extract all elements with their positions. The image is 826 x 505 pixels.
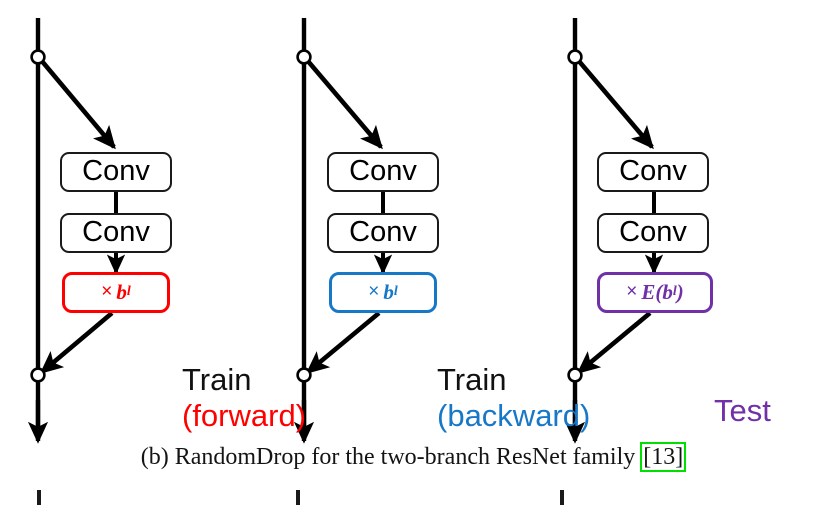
conv-label: Conv xyxy=(349,154,417,187)
conv-box-2-a: Conv xyxy=(327,152,439,192)
multiplier-variable: b xyxy=(116,279,127,304)
conv-box-1-b: Conv xyxy=(60,213,172,253)
branch-in-diagonal-arrow xyxy=(305,58,383,150)
branch-in-diagonal-arrow xyxy=(39,58,116,150)
expectation-symbol: E xyxy=(641,279,656,304)
conv-box-3-b: Conv xyxy=(597,213,709,253)
split-node xyxy=(30,49,46,65)
page-artifact-tick-2 xyxy=(296,490,300,505)
conv-box-3-a: Conv xyxy=(597,152,709,192)
mode-label-train-backward: Train (backward) xyxy=(437,362,590,434)
mode-label-primary: Train xyxy=(182,362,252,397)
mode-label-primary: Train xyxy=(437,362,507,397)
multiply-sign: × xyxy=(368,281,380,302)
page-artifact-tick-1 xyxy=(37,490,41,505)
branch-out-diagonal-arrow xyxy=(305,311,381,374)
citation-label: [13] xyxy=(643,444,684,470)
multiplier-subscript: l xyxy=(672,284,677,299)
branch-out-diagonal-arrow xyxy=(39,311,114,374)
conv-label: Conv xyxy=(82,215,150,248)
mode-label-train-forward: Train (forward) xyxy=(182,362,306,434)
citation-link[interactable]: [13] xyxy=(640,442,687,472)
mode-label-test: Test xyxy=(714,393,771,428)
multiplier-variable: b xyxy=(383,279,394,304)
conv-label: Conv xyxy=(619,154,687,187)
merge-node xyxy=(30,367,46,383)
close-paren: ) xyxy=(676,279,684,304)
conv-label: Conv xyxy=(82,154,150,187)
multiplier-subscript: l xyxy=(393,284,398,299)
page-artifact-tick-3 xyxy=(560,490,564,505)
conv-label: Conv xyxy=(619,215,687,248)
split-node xyxy=(567,49,583,65)
mode-label-secondary: (forward) xyxy=(182,398,307,433)
multiplier-subscript: l xyxy=(126,284,131,299)
conv-box-2-b: Conv xyxy=(327,213,439,253)
open-paren: ( xyxy=(655,279,663,304)
branch-in-diagonal-arrow xyxy=(576,58,654,150)
split-node xyxy=(296,49,312,65)
multiplier-variable: b xyxy=(662,279,673,304)
multiply-sign: × xyxy=(101,281,113,302)
multiply-sign: × xyxy=(626,281,638,302)
figure-caption: (b) RandomDrop for the two-branch ResNet… xyxy=(0,442,826,472)
caption-text: (b) RandomDrop for the two-branch ResNet… xyxy=(140,444,642,470)
conv-box-1-a: Conv xyxy=(60,152,172,192)
conv-label: Conv xyxy=(349,215,417,248)
mode-label-secondary: (backward) xyxy=(437,398,591,433)
